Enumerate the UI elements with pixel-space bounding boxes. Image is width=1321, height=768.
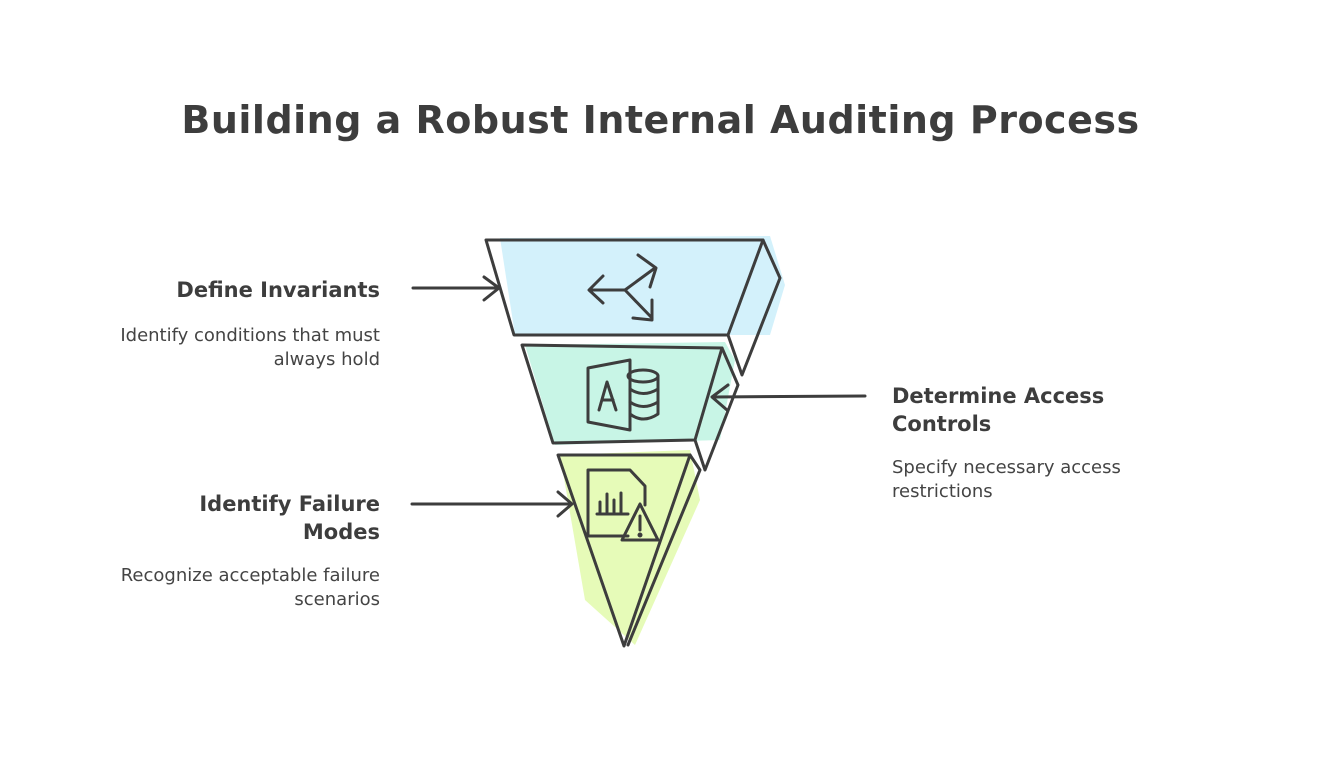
layer-3-description: Recognize acceptable failure scenarios [120, 565, 380, 610]
layer-3-heading: Identify Failure Modes [199, 492, 380, 544]
axes-3d-icon [587, 253, 658, 322]
layer-2-heading: Determine Access Controls [892, 384, 1105, 436]
layer-1-side [726, 238, 782, 377]
layer-3-side [626, 453, 702, 647]
layer-2-side [693, 346, 740, 472]
database-app-icon [586, 358, 660, 432]
report-warning-icon [586, 468, 660, 542]
arrow-define-invariants [411, 275, 501, 302]
layer-1-description: Identify conditions that must always hol… [120, 325, 380, 370]
arrow-failure-modes [410, 490, 574, 518]
layer-1-fill [500, 236, 785, 335]
layer-3-outline [556, 453, 692, 648]
arrow-access-controls [710, 383, 867, 412]
layer-2-description: Specify necessary access restrictions [892, 457, 1121, 502]
layer-1-heading: Define Invariants [176, 278, 380, 302]
page-title: Building a Robust Internal Auditing Proc… [181, 98, 1140, 142]
layer-3-fill [560, 450, 700, 645]
